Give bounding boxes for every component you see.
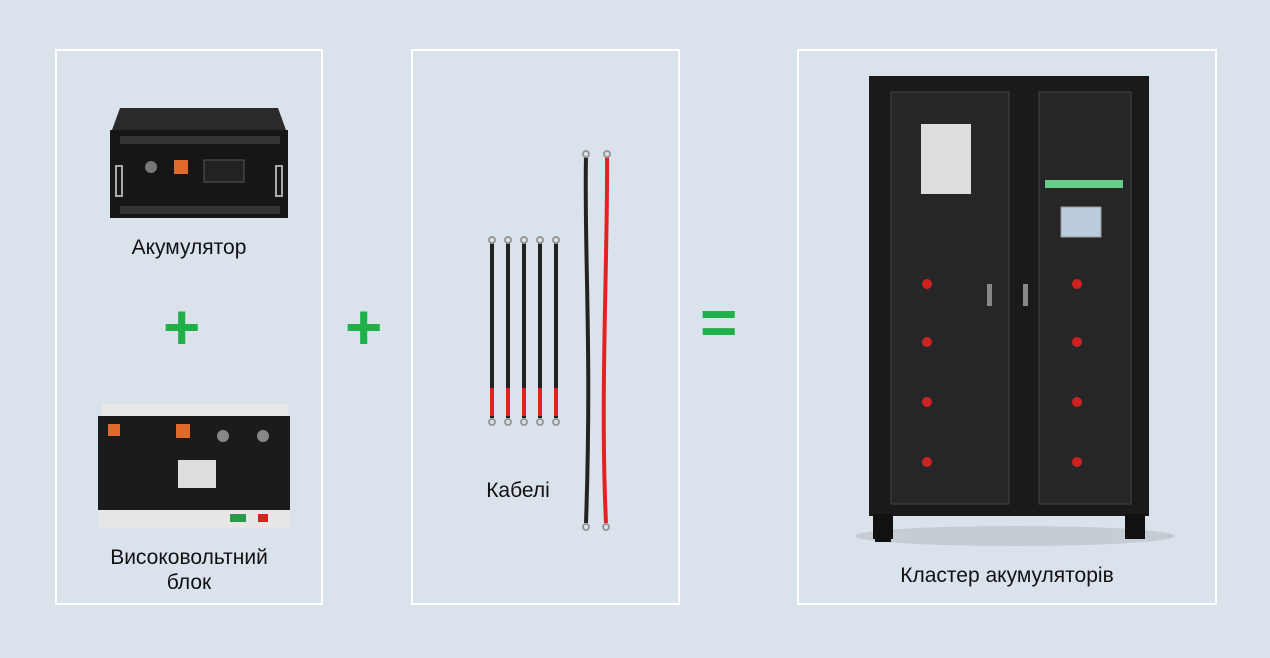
- hv-block-label: Високовольтний блок: [56, 545, 322, 595]
- hv-block-label-line1: Високовольтний: [110, 546, 268, 569]
- cables-image: [488, 150, 611, 531]
- battery-module-image: [110, 108, 288, 218]
- equals-operator: =: [700, 286, 738, 358]
- battery-label: Акумулятор: [131, 236, 247, 259]
- components-panel: [55, 49, 323, 605]
- hv-block-label-line2: блок: [166, 571, 212, 594]
- cluster-label: Кластер акумуляторів: [900, 564, 1114, 587]
- cluster-panel: [797, 49, 1217, 605]
- plus-operator: +: [345, 291, 383, 363]
- cables-panel: [411, 49, 680, 605]
- plus-operator: +: [163, 291, 201, 363]
- cables-label: Кабелі: [486, 479, 550, 502]
- high-voltage-block-image: [98, 404, 290, 528]
- battery-cluster-cabinet-image: [855, 76, 1175, 546]
